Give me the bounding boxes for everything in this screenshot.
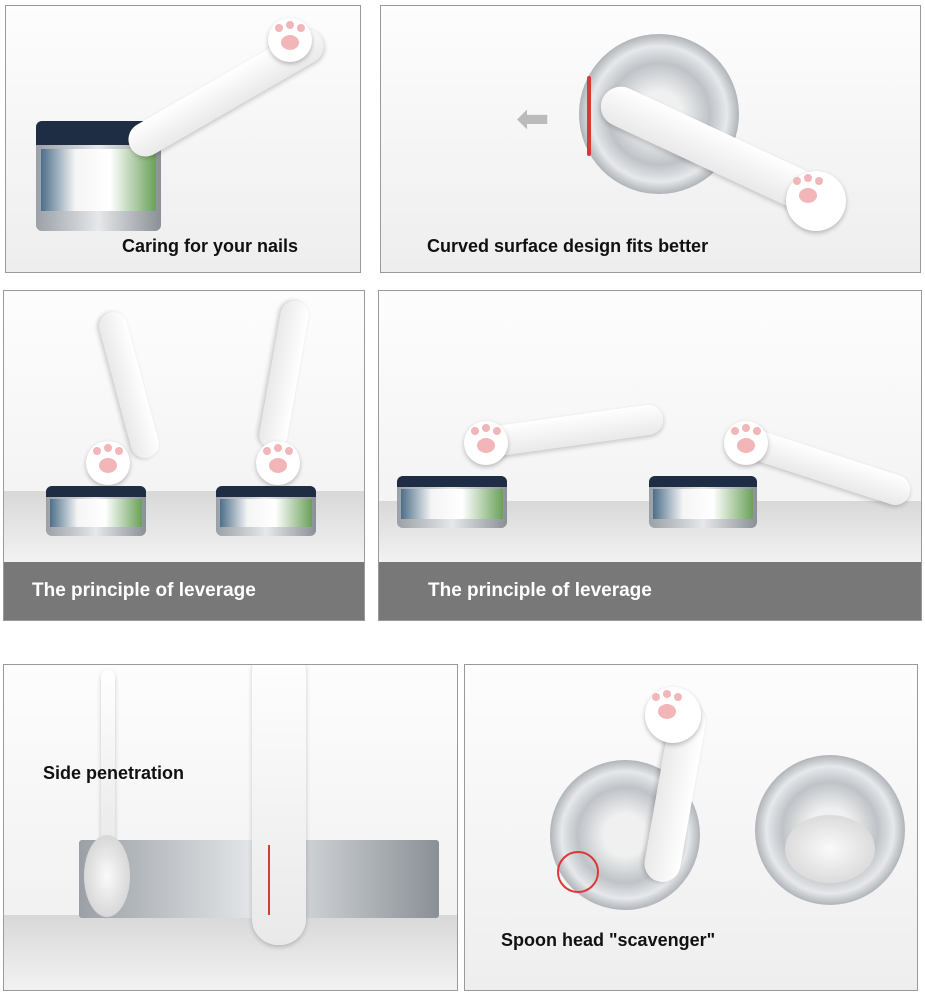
paw-icon xyxy=(724,421,768,465)
caption: Curved surface design fits better xyxy=(427,236,709,256)
caption-bar: The principle of leverage xyxy=(379,562,921,620)
can-opener-tool xyxy=(257,298,311,452)
arrow-left-icon: ⬅ xyxy=(516,97,550,141)
red-edge-mark xyxy=(268,845,270,915)
caption: Spoon head "scavenger" xyxy=(501,930,716,950)
paw-icon xyxy=(786,171,846,231)
paw-icon xyxy=(464,421,508,465)
red-circle-highlight xyxy=(557,851,599,893)
spoon-head xyxy=(84,835,130,917)
panel-leverage-2: The principle of leverage xyxy=(378,290,922,621)
spoon-handle xyxy=(101,670,115,850)
paw-icon xyxy=(268,18,312,62)
cat-food-can xyxy=(46,486,146,536)
cat-food-can xyxy=(397,476,507,528)
caption: The principle of leverage xyxy=(428,580,652,601)
can-opener-tool xyxy=(96,308,162,462)
paw-icon xyxy=(86,441,130,485)
caption-bar: The principle of leverage xyxy=(4,562,364,620)
spoon-head xyxy=(785,815,875,883)
paw-icon xyxy=(256,441,300,485)
can-opener-tool xyxy=(252,665,306,945)
panel-side-penetration: Side penetration xyxy=(3,664,458,991)
cat-food-can xyxy=(649,476,757,528)
caption: The principle of leverage xyxy=(32,580,256,601)
paw-icon xyxy=(645,687,701,743)
panel-leverage-1: The principle of leverage xyxy=(3,290,365,621)
cat-food-can xyxy=(216,486,316,536)
red-edge-mark xyxy=(587,76,591,156)
caption: Side penetration xyxy=(43,763,185,783)
panel-curved-surface: ⬅ Curved surface design fits better xyxy=(380,5,921,273)
panel-spoon-head: Spoon head "scavenger" xyxy=(464,664,918,991)
caption: Caring for your nails xyxy=(122,236,299,256)
panel-caring-nails: Caring for your nails xyxy=(5,5,361,273)
